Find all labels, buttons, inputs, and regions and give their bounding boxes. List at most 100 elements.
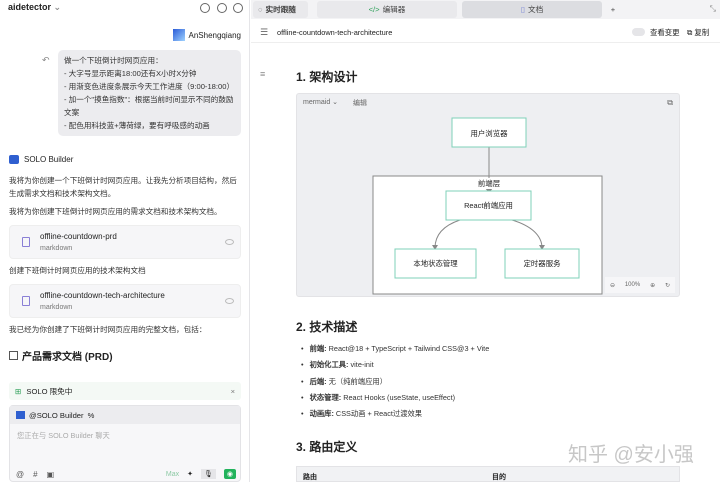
assistant-name: SOLO Builder xyxy=(24,155,74,164)
add-tab-button[interactable]: + xyxy=(610,5,616,14)
divider xyxy=(251,42,720,43)
app-title[interactable]: aidetector ⌄ xyxy=(8,2,61,13)
node-browser xyxy=(451,117,527,148)
assistant-message: 我已经为你创建了下班倒计时网页应用的完整文档，包括： xyxy=(9,325,207,334)
routes-table: 路由 目的 xyxy=(296,466,680,482)
gear-icon[interactable] xyxy=(217,3,227,13)
chevron-down-icon: ⌄ xyxy=(53,2,62,12)
node-browser-label: 用户浏览器 xyxy=(470,129,508,138)
copy-label: 复制 xyxy=(694,28,710,37)
item-key: 状态管理: xyxy=(309,393,342,402)
account-icon[interactable] xyxy=(233,3,243,13)
promo-text: SOLO 限免中 xyxy=(26,386,73,396)
language-select[interactable]: mermaid ⌄ xyxy=(303,99,339,106)
send-button[interactable]: ◉ xyxy=(223,469,236,479)
language-label: mermaid xyxy=(303,99,331,106)
user-name: AnShengqiang xyxy=(188,30,242,40)
edit-button[interactable]: 编辑 xyxy=(353,100,367,107)
message-line: - 加一个"摸鱼指数"：根据当前时间显示不同的鼓励文案 xyxy=(64,95,234,117)
close-icon[interactable]: × xyxy=(230,386,235,396)
prd-heading-text: 产品需求文档 (PRD) xyxy=(22,352,113,363)
table-header: 路由 xyxy=(303,474,317,481)
chat-input-box[interactable]: @SOLO Builder% 您正在与 SOLO Builder 聊天 @#▣ … xyxy=(9,405,241,482)
promo-banner: ⊞ SOLO 限免中 × xyxy=(9,382,241,400)
sparkle-icon[interactable]: ✦ xyxy=(187,471,193,478)
item-value: 无（纯前端应用） xyxy=(328,377,387,386)
prd-heading: 产品需求文档 (PRD) xyxy=(9,348,113,363)
section-heading: 2. 技术描述 xyxy=(296,320,358,334)
subgraph-label: 前端层 xyxy=(462,178,516,189)
node-timer xyxy=(504,248,580,279)
at-icon[interactable]: @ xyxy=(16,470,25,479)
view-changes-toggle[interactable] xyxy=(632,28,645,36)
arrowhead xyxy=(432,245,438,250)
document-panel: ◌实时跟随 </>编辑器 ▯文档 + ⤡ ☰ offline-countdown… xyxy=(251,0,720,482)
list-item: 初始化工具: vite-init xyxy=(301,360,374,370)
mention-chip[interactable]: @SOLO Builder% xyxy=(10,406,240,424)
view-changes-label: 查看变更 xyxy=(650,28,680,37)
code-icon: </> xyxy=(368,5,380,14)
zoom-controls: ⊖ 100% ⊕ ↻ xyxy=(605,277,675,293)
zoom-in-icon[interactable]: ⊕ xyxy=(650,282,656,289)
bot-icon xyxy=(16,411,25,419)
hash-icon[interactable]: # xyxy=(33,470,38,479)
item-key: 后端: xyxy=(309,377,327,386)
new-chat-icon[interactable] xyxy=(200,3,210,13)
list-item: 前端: React@18 + TypeScript + Tailwind CSS… xyxy=(301,344,490,354)
list-item: 状态管理: React Hooks (useState, useEffect) xyxy=(301,393,455,403)
tab-label: 编辑器 xyxy=(382,5,406,14)
watermark: 知乎 @安小强 xyxy=(568,444,694,466)
section-heading: 1. 架构设计 xyxy=(296,70,358,84)
item-value: React@18 + TypeScript + Tailwind CSS@3 +… xyxy=(328,344,490,353)
undo-icon[interactable]: ↶ xyxy=(42,55,50,65)
message-line: - 用渐变色进度条展示今天工作进度（9:00-18:00） xyxy=(64,82,235,91)
file-card[interactable]: offline-countdown-prd markdown xyxy=(9,225,241,259)
tab-label: 实时跟随 xyxy=(265,5,296,14)
document-icon xyxy=(9,351,18,360)
eye-icon[interactable] xyxy=(225,298,234,304)
percent-icon: % xyxy=(87,410,95,420)
item-value: vite-init xyxy=(350,360,374,369)
mermaid-block: mermaid ⌄ 编辑 ⧉ 用户浏览器 前端层 React前端应用 本地状态管… xyxy=(296,93,680,297)
message-line: 做一个下班倒计时网页应用： xyxy=(64,56,163,65)
arrowhead xyxy=(539,245,545,250)
item-key: 前端: xyxy=(309,344,327,353)
mic-icon[interactable]: 🎙 xyxy=(201,469,216,479)
image-icon[interactable]: ▣ xyxy=(46,470,55,479)
message-line: - 配色用科技蓝+薄荷绿，要有呼吸感的动画 xyxy=(64,121,210,130)
message-line: - 大字号显示距离18:00还有X小时X分钟 xyxy=(64,69,197,78)
architecture-diagram xyxy=(372,117,603,295)
eye-icon[interactable] xyxy=(225,239,234,245)
tab-docs[interactable]: ▯文档 xyxy=(462,1,602,18)
user-header: AnShengqiang xyxy=(172,29,242,41)
reset-icon[interactable]: ↻ xyxy=(664,282,671,289)
zoom-level: 100% xyxy=(624,282,641,288)
assistant-message: 我将为你创建一个下班倒计时网页应用。让我先分析项目结构，然后生成需求文档和技术架… xyxy=(9,176,237,198)
copy-button[interactable]: ⧉ 复制 xyxy=(687,28,710,37)
gift-icon: ⊞ xyxy=(15,386,22,396)
node-react-app xyxy=(445,190,532,221)
file-type: markdown xyxy=(40,245,73,252)
node-state-label: 本地状态管理 xyxy=(413,259,458,268)
node-state xyxy=(394,248,477,279)
file-type: markdown xyxy=(40,304,73,311)
tab-label: 文档 xyxy=(528,5,544,14)
file-name: offline-countdown-prd xyxy=(40,232,117,241)
chat-panel: aidetector ⌄ AnShengqiang ↶ 做一个下班倒计时网页应用… xyxy=(0,0,250,482)
follow-icon: ◌ xyxy=(258,5,263,14)
node-react-app-label: React前端应用 xyxy=(464,201,513,210)
user-message: 做一个下班倒计时网页应用： - 大字号显示距离18:00还有X小时X分钟 - 用… xyxy=(58,50,241,136)
toc-icon[interactable]: ≡ xyxy=(260,69,266,79)
assistant-message: 创建下班倒计时网页应用的技术架构文档 xyxy=(9,266,146,275)
tab-live-follow[interactable]: ◌实时跟随 xyxy=(253,1,308,18)
collapse-icon[interactable]: ⤡ xyxy=(709,4,716,13)
max-mode-label[interactable]: Max xyxy=(165,470,180,478)
app-title-text: aidetector xyxy=(8,2,52,12)
zoom-out-icon[interactable]: ⊖ xyxy=(609,282,615,289)
outline-icon[interactable]: ☰ xyxy=(260,27,269,37)
copy-icon[interactable]: ⧉ xyxy=(667,98,673,107)
doc-title: offline-countdown-tech-architecture xyxy=(277,28,393,37)
chat-input-placeholder[interactable]: 您正在与 SOLO Builder 聊天 xyxy=(17,431,110,440)
tab-editor[interactable]: </>编辑器 xyxy=(317,1,457,18)
